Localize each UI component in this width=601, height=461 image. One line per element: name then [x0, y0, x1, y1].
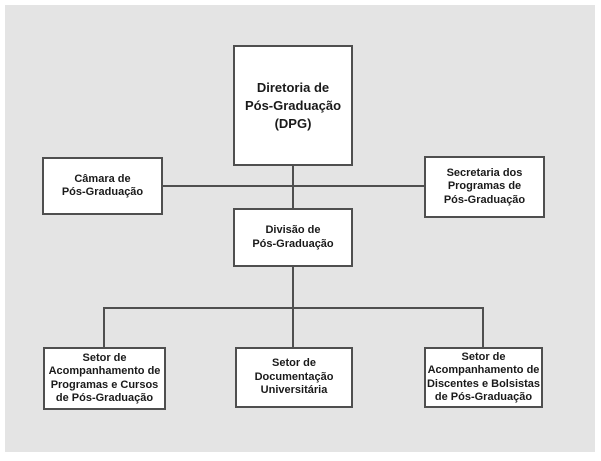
org-node-dpg: Diretoria de Pós-Graduação (DPG)	[233, 45, 353, 166]
org-node-secretaria-label: Secretaria dos Programas de Pós-Graduaçã…	[443, 166, 526, 206]
connector-divisao-to-bus	[292, 267, 294, 308]
org-node-divisao: Divisão de Pós-Graduação	[233, 208, 353, 267]
org-node-setor-discentes-label: Setor de Acompanhamento de Discentes e B…	[426, 350, 541, 404]
org-node-setor-programas: Setor de Acompanhamento de Programas e C…	[43, 347, 166, 410]
connector-drop-setor-programas	[103, 307, 105, 348]
connector-drop-setor-documentacao	[292, 307, 294, 348]
org-node-divisao-label: Divisão de Pós-Graduação	[252, 224, 334, 250]
org-node-setor-documentacao: Setor de Documentação Universitária	[235, 347, 353, 408]
org-node-dpg-label: Diretoria de Pós-Graduação (DPG)	[244, 79, 342, 131]
org-node-setor-programas-label: Setor de Acompanhamento de Programas e C…	[48, 351, 161, 405]
connector-dpg-to-divisao	[292, 166, 294, 208]
org-node-camara-label: Câmara de Pós-Graduação	[61, 172, 144, 199]
org-node-setor-discentes: Setor de Acompanhamento de Discentes e B…	[424, 347, 543, 408]
connector-camara-to-secretaria	[163, 185, 424, 187]
org-node-setor-documentacao-label: Setor de Documentação Universitária	[254, 357, 334, 397]
connector-drop-setor-discentes	[482, 307, 484, 348]
org-node-camara: Câmara de Pós-Graduação	[42, 157, 163, 215]
org-node-secretaria: Secretaria dos Programas de Pós-Graduaçã…	[424, 156, 545, 218]
